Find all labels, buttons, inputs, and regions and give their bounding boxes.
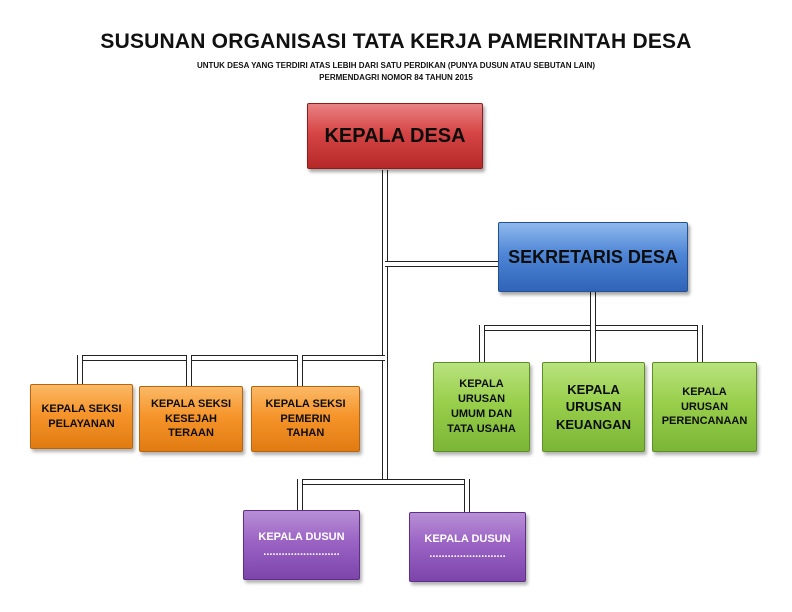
- sections-drop-line-3: [297, 355, 303, 387]
- page-subtitle: UNTUK DESA YANG TERDIRI ATAS LEBIH DARI …: [196, 61, 596, 70]
- page-title: SUSUNAN ORGANISASI TATA KERJA PAMERINTAH…: [100, 30, 692, 53]
- village-head-box: KEPALA DESA: [307, 103, 483, 169]
- hamlets-drop-line-1: [297, 479, 303, 511]
- affairs-head-general-admin-box: KEPALA URUSAN UMUM DAN TATA USAHA: [433, 362, 530, 452]
- main-trunk-line: [382, 170, 388, 482]
- affairs-drop-line-1: [479, 325, 485, 362]
- affairs-drop-line-2: [590, 325, 596, 362]
- regulation-reference: PERMENDAGRI NOMOR 84 TAHUN 2015: [319, 73, 473, 82]
- sections-drop-line-1: [77, 355, 83, 385]
- section-head-government-box: KEPALA SEKSI PEMERIN TAHAN: [251, 386, 360, 452]
- affairs-drop-line-3: [697, 325, 703, 362]
- section-head-services-box: KEPALA SEKSI PELAYANAN: [30, 384, 133, 449]
- sections-bus-line: [79, 355, 385, 361]
- affairs-head-planning-box: KEPALA URUSAN PERENCANAAN: [652, 362, 757, 452]
- affairs-head-finance-box: KEPALA URUSAN KEUANGAN: [542, 362, 645, 452]
- hamlets-bus-line: [299, 479, 469, 485]
- hamlet-head-box-1: KEPALA DUSUN .........................: [243, 510, 360, 580]
- sections-drop-line-2: [186, 355, 192, 387]
- secretary-drop-line: [590, 292, 596, 328]
- secretary-branch-line: [385, 261, 500, 267]
- village-secretary-box: SEKRETARIS DESA: [498, 222, 688, 292]
- hamlet-head-box-2: KEPALA DUSUN .........................: [409, 512, 526, 582]
- hamlets-drop-line-2: [464, 479, 470, 513]
- section-head-welfare-box: KEPALA SEKSI KESEJAH TERAAN: [139, 386, 243, 452]
